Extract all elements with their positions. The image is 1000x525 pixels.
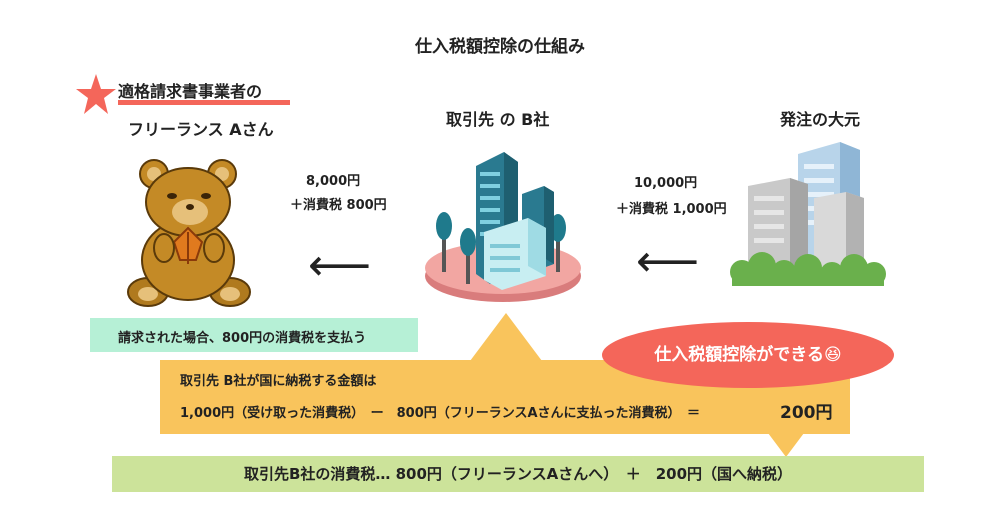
national-tax-line1: 取引先 B社が国に納税する金額は bbox=[180, 374, 377, 389]
arrow-left-icon: ⟵ bbox=[636, 236, 700, 287]
heading-underline bbox=[118, 100, 290, 105]
summary-bar: 取引先B社の消費税… 800円（フリーランスAさんへ） ＋ 200円（国へ納税） bbox=[112, 456, 924, 492]
payment-b-amount: 8,000円 bbox=[306, 174, 361, 189]
origin-building-illustration bbox=[730, 142, 886, 286]
page-title: 仕入税額控除の仕組み bbox=[415, 37, 585, 57]
star-icon bbox=[76, 74, 116, 114]
national-tax-line2: 1,000円（受け取った消費税） ー 800円（フリーランスAさんに支払った消費… bbox=[180, 406, 701, 421]
callout-pointer bbox=[470, 313, 542, 361]
payment-b-tax: ＋消費税 800円 bbox=[290, 198, 387, 213]
callout-pointer bbox=[768, 433, 804, 457]
national-tax-result: 200円 bbox=[780, 403, 833, 423]
origin-heading: 発注の大元 bbox=[780, 110, 861, 129]
payment-origin-tax: ＋消費税 1,000円 bbox=[616, 202, 727, 217]
deduction-badge: 仕入税額控除ができる😆 bbox=[602, 322, 894, 388]
bear-illustration bbox=[127, 159, 251, 307]
client-b-building-illustration bbox=[425, 152, 581, 302]
freelancer-heading-line1: 適格請求書事業者の bbox=[118, 82, 263, 101]
client-b-heading: 取引先 の B社 bbox=[446, 110, 550, 129]
arrow-left-icon: ⟵ bbox=[308, 240, 372, 291]
payment-origin-amount: 10,000円 bbox=[634, 176, 698, 191]
invoice-callout: 請求された場合、800円の消費税を支払う bbox=[90, 318, 418, 352]
freelancer-heading-line2: フリーランス Aさん bbox=[128, 120, 274, 139]
